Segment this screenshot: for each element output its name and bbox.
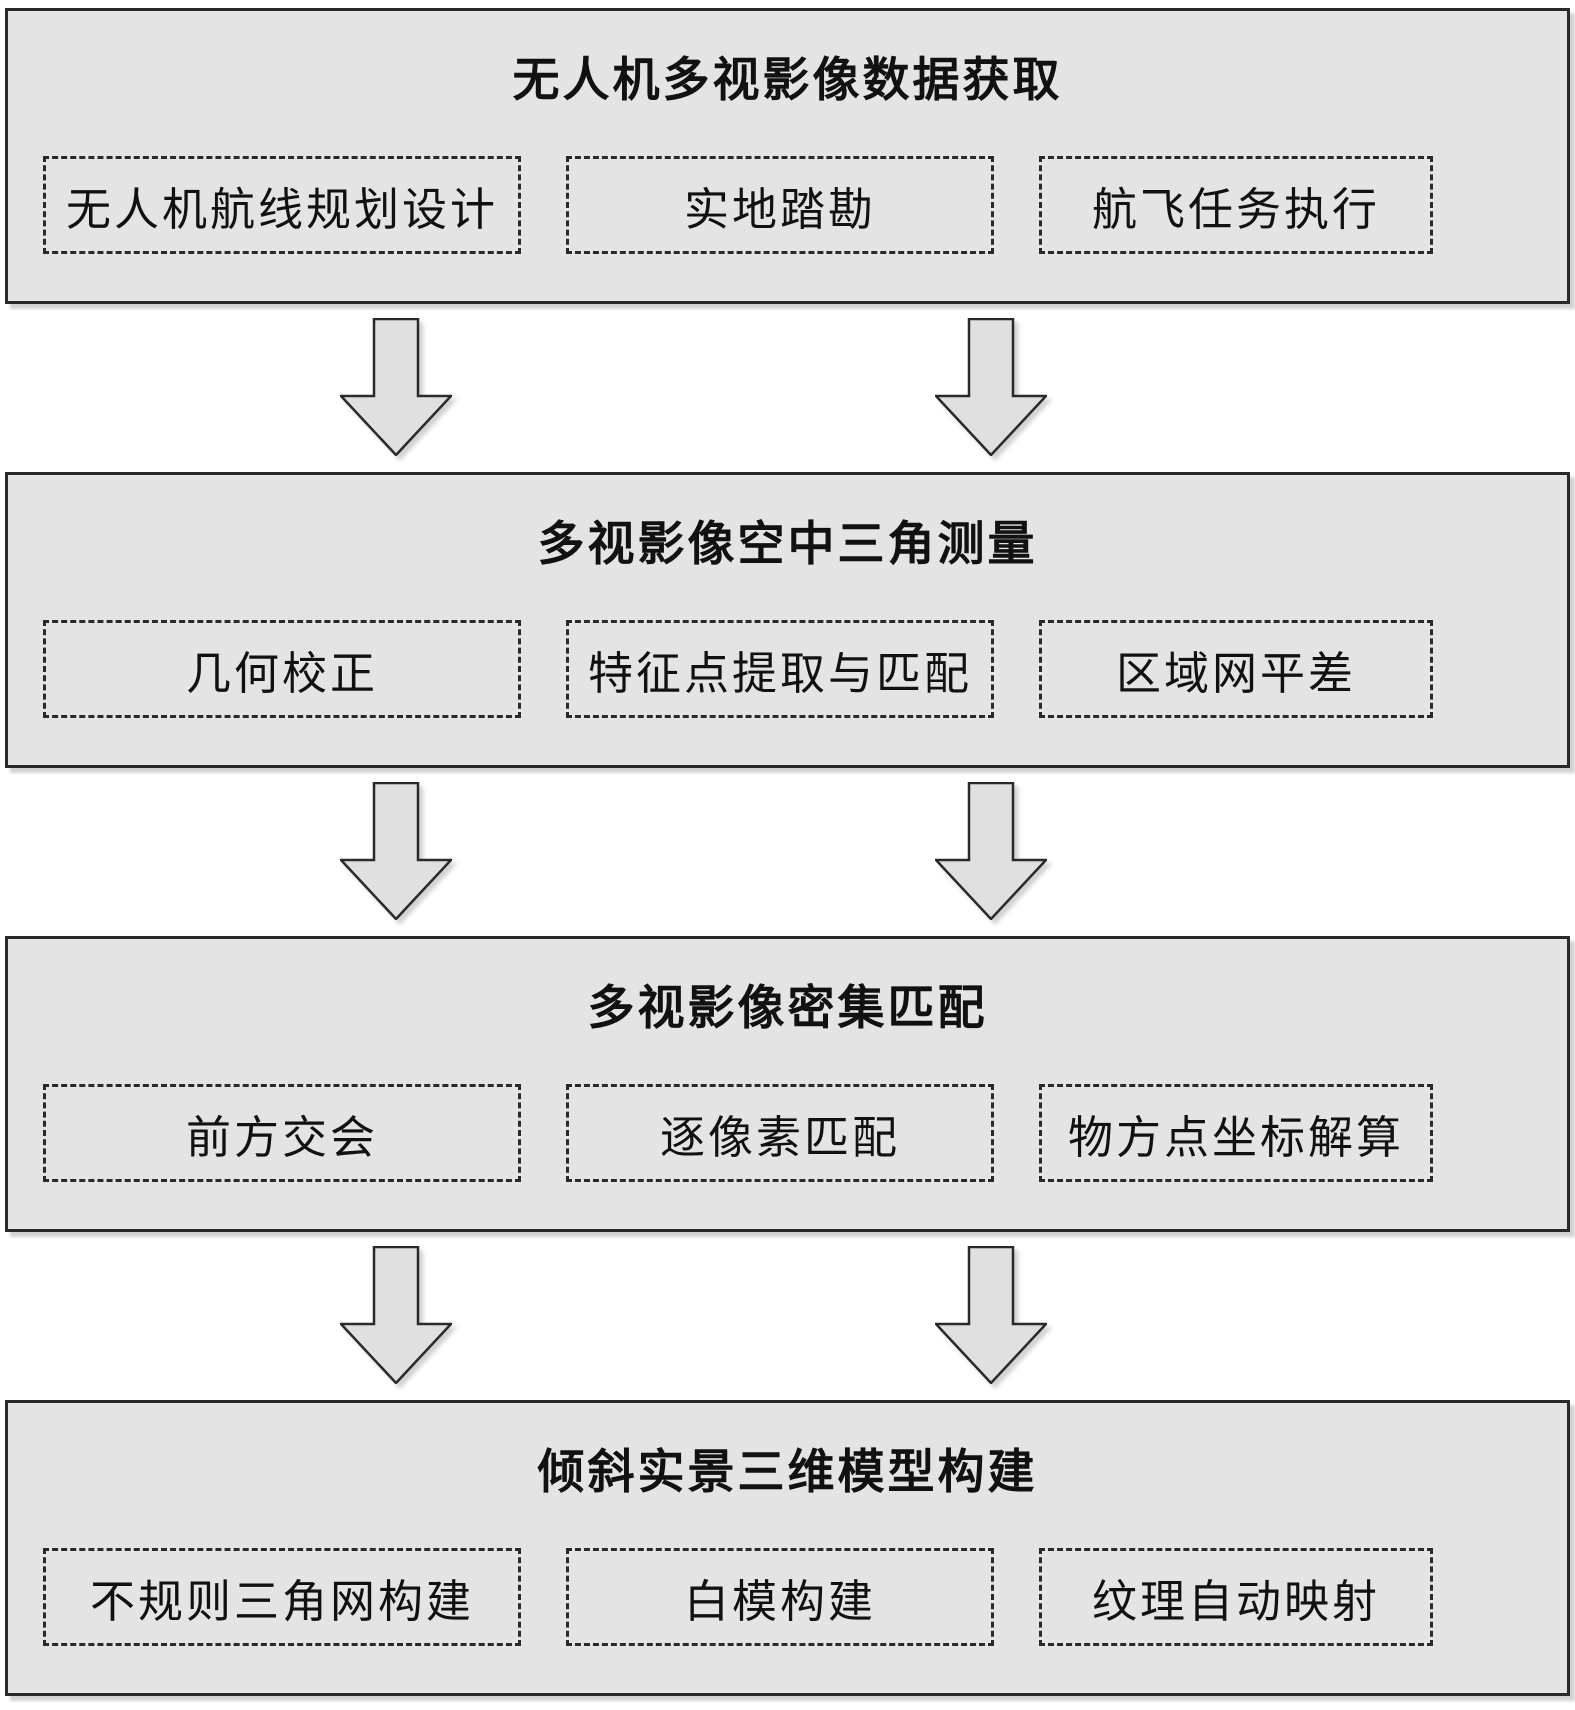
process-item: 区域网平差: [1039, 620, 1433, 718]
process-item: 前方交会: [43, 1084, 521, 1182]
down-arrow-icon: [935, 782, 1047, 920]
process-item: 实地踏勘: [566, 156, 994, 254]
down-arrow-icon: [935, 1246, 1047, 1384]
stage-title: 多视影像空中三角测量: [537, 519, 1038, 571]
down-arrow-icon: [340, 318, 452, 456]
arrow-row: [5, 768, 1570, 936]
process-item: 航飞任务执行: [1039, 156, 1433, 254]
stage-items-row: 不规则三角网构建 白模构建 纹理自动映射: [8, 1548, 1567, 1646]
process-item: 几何校正: [43, 620, 521, 718]
stage-title: 多视影像密集匹配: [587, 983, 988, 1035]
stage-box-3d-model-construction: 倾斜实景三维模型构建 不规则三角网构建 白模构建 纹理自动映射: [5, 1400, 1570, 1696]
process-item: 逐像素匹配: [566, 1084, 994, 1182]
process-item: 特征点提取与匹配: [566, 620, 994, 718]
process-item: 无人机航线规划设计: [43, 156, 521, 254]
stage-box-aerial-triangulation: 多视影像空中三角测量 几何校正 特征点提取与匹配 区域网平差: [5, 472, 1570, 768]
process-item: 纹理自动映射: [1039, 1548, 1433, 1646]
down-arrow-icon: [935, 318, 1047, 456]
arrow-row: [5, 1232, 1570, 1400]
arrow-row: [5, 304, 1570, 472]
process-item: 不规则三角网构建: [43, 1548, 521, 1646]
stage-title: 倾斜实景三维模型构建: [537, 1447, 1038, 1499]
stage-box-data-acquisition: 无人机多视影像数据获取 无人机航线规划设计 实地踏勘 航飞任务执行: [5, 8, 1570, 304]
down-arrow-icon: [340, 782, 452, 920]
stage-items-row: 无人机航线规划设计 实地踏勘 航飞任务执行: [8, 156, 1567, 254]
down-arrow-icon: [340, 1246, 452, 1384]
process-item: 物方点坐标解算: [1039, 1084, 1433, 1182]
stage-box-dense-matching: 多视影像密集匹配 前方交会 逐像素匹配 物方点坐标解算: [5, 936, 1570, 1232]
stage-items-row: 前方交会 逐像素匹配 物方点坐标解算: [8, 1084, 1567, 1182]
stage-items-row: 几何校正 特征点提取与匹配 区域网平差: [8, 620, 1567, 718]
stage-title: 无人机多视影像数据获取: [512, 55, 1063, 107]
process-item: 白模构建: [566, 1548, 994, 1646]
